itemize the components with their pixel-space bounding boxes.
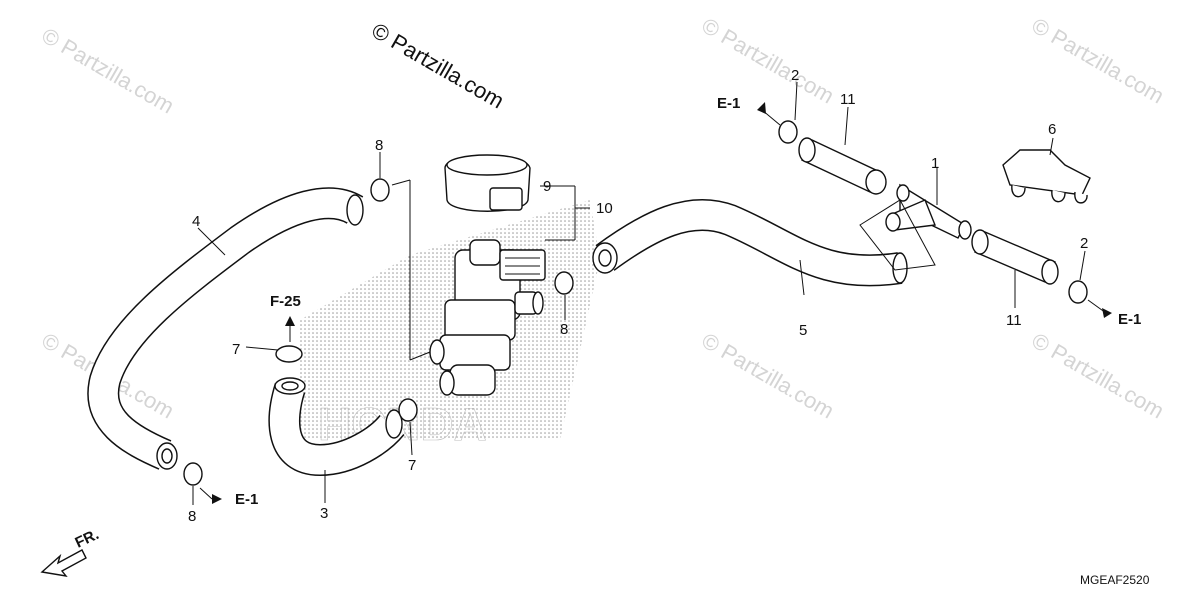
hose-5 xyxy=(592,198,908,287)
clamp-2-top xyxy=(778,120,798,144)
copyright-text: © Partzilla.com xyxy=(368,18,509,114)
callout-8-top: 8 xyxy=(375,137,383,154)
watermark-3: © Partzilla.com xyxy=(1028,13,1169,109)
callout-2-top: 2 xyxy=(791,67,799,84)
front-direction-arrow: FR. xyxy=(40,526,102,577)
ref-e1-top: E-1 xyxy=(717,95,740,112)
arrow-e1-right-icon xyxy=(1102,308,1112,318)
hose-11-right xyxy=(971,229,1059,285)
hose-3 xyxy=(268,377,405,477)
front-arrow-icon xyxy=(40,549,87,577)
clamp-7-right xyxy=(398,398,418,422)
diagram-code: MGEAF2520 xyxy=(1080,573,1150,587)
callout-7-right: 7 xyxy=(408,457,416,474)
watermarks: © Partzilla.com © Partzilla.com © Partzi… xyxy=(38,13,1169,424)
watermark-5: © Partzilla.com xyxy=(698,328,839,424)
callout-4: 4 xyxy=(192,213,200,230)
watermark-6: © Partzilla.com xyxy=(1028,328,1169,424)
callout-11-top: 11 xyxy=(840,91,856,108)
air-injection-valve xyxy=(429,239,546,396)
reference-arrows xyxy=(199,102,1112,504)
ref-e1-bottom: E-1 xyxy=(235,491,258,508)
t-joint-1 xyxy=(859,183,972,271)
clamp-7-left xyxy=(275,345,303,363)
ref-e1-right: E-1 xyxy=(1118,311,1141,328)
leader-lines xyxy=(192,81,1086,505)
callout-8-middle: 8 xyxy=(560,321,568,338)
callout-7-left: 7 xyxy=(232,341,240,358)
callout-8-bottom: 8 xyxy=(188,508,196,525)
callout-5: 5 xyxy=(799,322,807,339)
hose-clamps xyxy=(183,120,1088,486)
callout-2-right: 2 xyxy=(1080,235,1088,252)
clamp-2-right xyxy=(1068,280,1088,304)
arrow-f25-icon xyxy=(285,316,295,326)
arrow-e1-bottom-icon xyxy=(212,494,222,504)
watermark-1: © Partzilla.com xyxy=(38,23,179,119)
ref-f25: F-25 xyxy=(270,293,301,310)
callout-10: 10 xyxy=(596,200,613,217)
fr-label: FR. xyxy=(73,526,102,552)
callout-6: 6 xyxy=(1048,121,1056,138)
hose-4 xyxy=(87,187,364,470)
callout-3: 3 xyxy=(320,505,328,522)
hose-11-top xyxy=(798,137,887,195)
clamp-8-middle xyxy=(554,271,574,295)
callout-9: 9 xyxy=(543,178,551,195)
clamp-8-top xyxy=(370,178,390,202)
clamp-8-bottom xyxy=(183,462,203,486)
callout-11-right: 11 xyxy=(1006,312,1022,329)
clamp-6 xyxy=(1002,149,1091,204)
valve-holder-band xyxy=(444,154,531,212)
callout-1: 1 xyxy=(931,155,939,172)
